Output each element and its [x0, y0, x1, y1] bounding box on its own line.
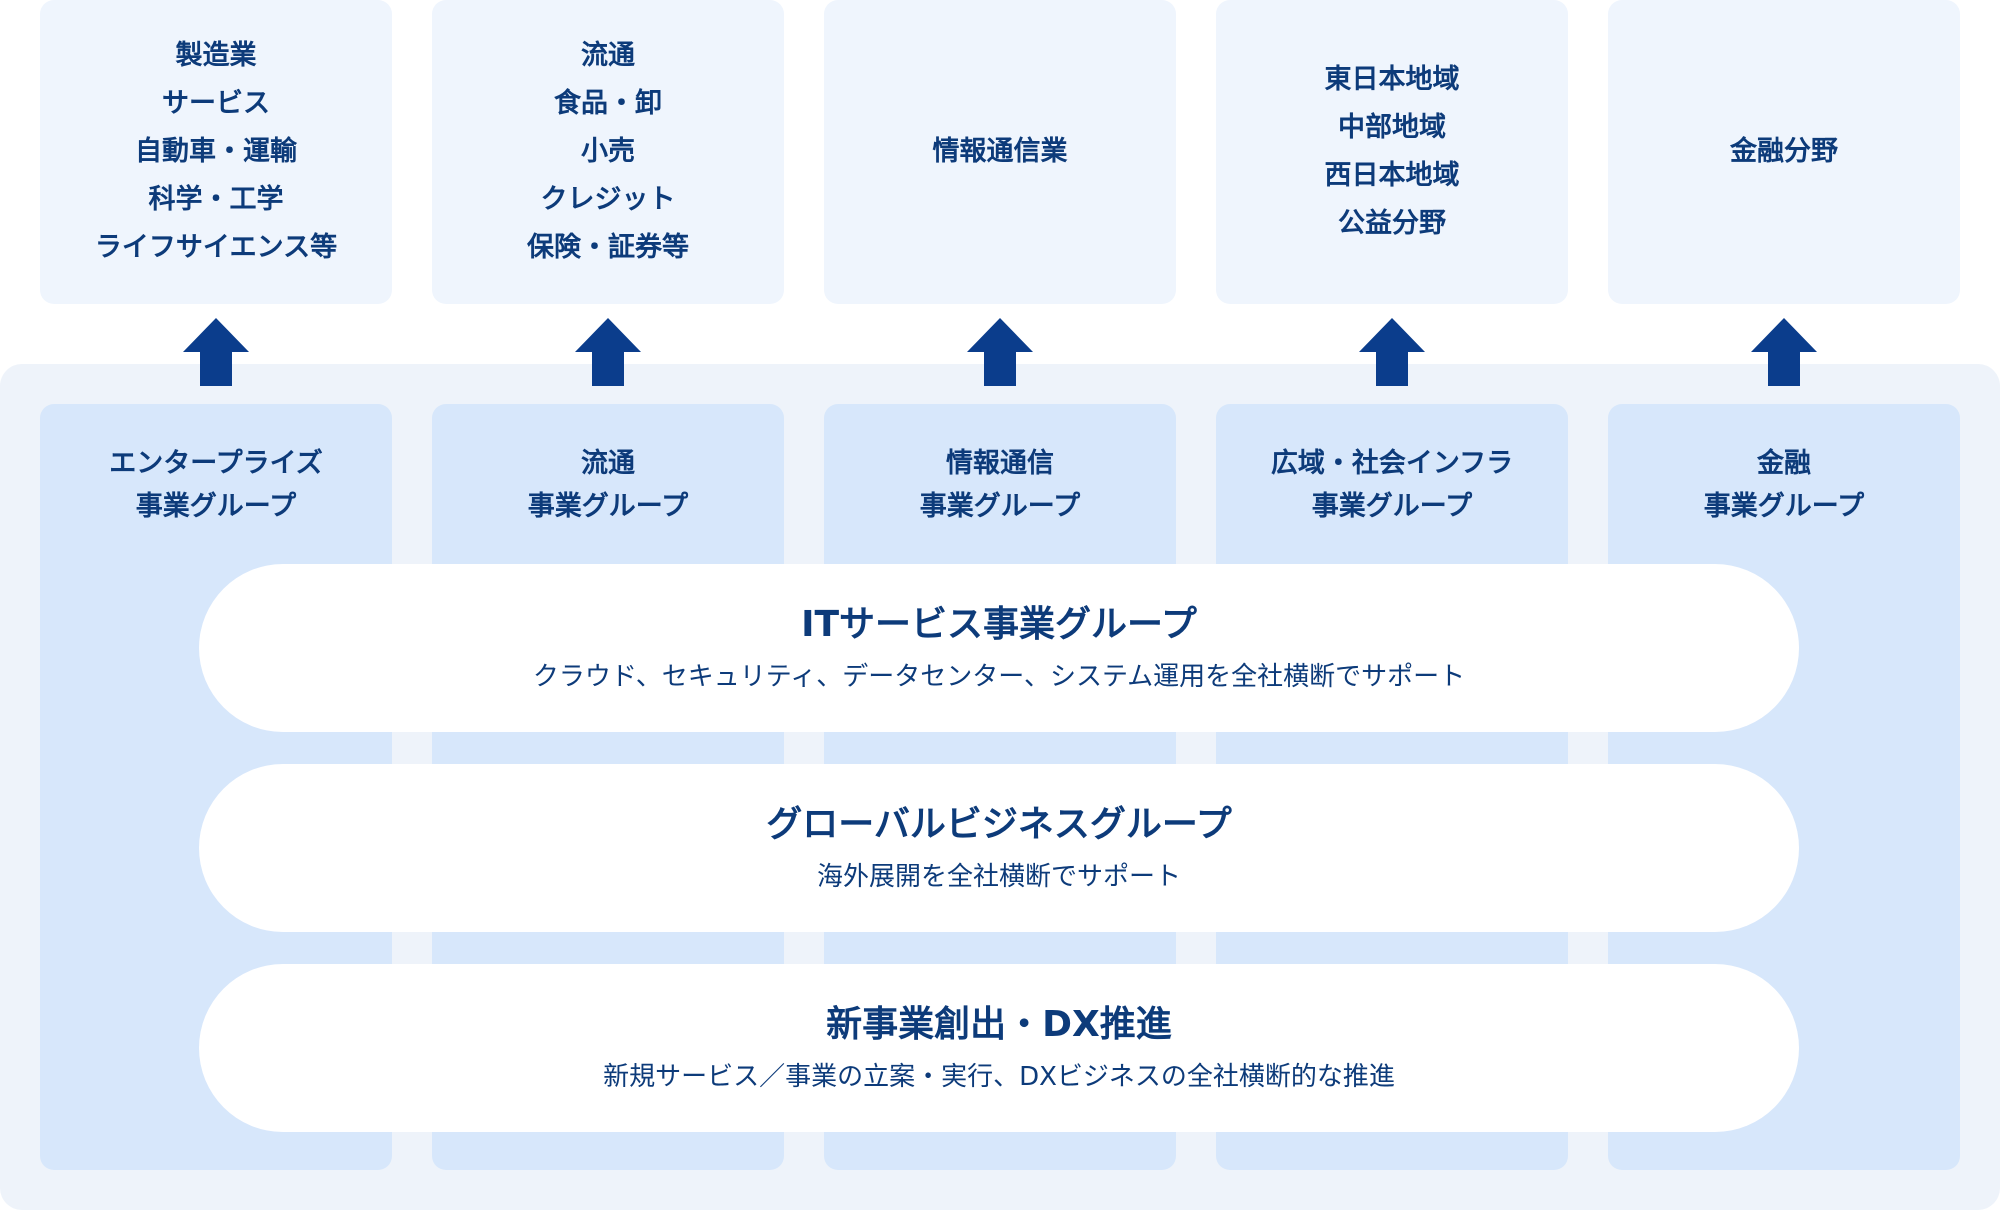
- market-item: 金融分野: [1730, 136, 1838, 167]
- market-item: 西日本地域: [1324, 160, 1460, 191]
- market-list: 情報通信業: [933, 128, 1068, 176]
- market-box-distribution: 流通 食品・卸 小売 クレジット 保険・証券等: [432, 0, 784, 304]
- business-group-name: 情報通信: [946, 448, 1054, 479]
- business-group-title: 金融 事業グループ: [1608, 442, 1960, 528]
- business-group-name: 流通: [581, 448, 635, 479]
- cross-group-title: 新事業創出・DX推進: [826, 1004, 1172, 1045]
- market-item: 科学・工学: [148, 184, 284, 215]
- business-group-suffix: 事業グループ: [919, 491, 1081, 522]
- business-group-title: 広域・社会インフラ 事業グループ: [1216, 442, 1568, 528]
- market-item: 中部地域: [1338, 112, 1446, 143]
- market-item: 公益分野: [1338, 208, 1446, 239]
- market-box-finance: 金融分野: [1608, 0, 1960, 304]
- business-group-name: エンタープライズ: [109, 448, 323, 479]
- business-group-name: 金融: [1757, 448, 1811, 479]
- cross-group-global-business: グローバルビジネスグループ 海外展開を全社横断でサポート: [199, 764, 1799, 932]
- market-list: 流通 食品・卸 小売 クレジット 保険・証券等: [527, 32, 689, 272]
- market-item: 小売: [581, 136, 635, 167]
- market-item: 東日本地域: [1324, 64, 1460, 95]
- business-group-name: 広域・社会インフラ: [1270, 448, 1514, 479]
- market-list: 金融分野: [1730, 128, 1838, 176]
- market-list: 東日本地域 中部地域 西日本地域 公益分野: [1325, 56, 1460, 248]
- up-arrow-icon: [967, 318, 1033, 386]
- up-arrow-icon: [575, 318, 641, 386]
- business-group-title: エンタープライズ 事業グループ: [40, 442, 392, 528]
- cross-group-title: ITサービス事業グループ: [801, 604, 1197, 645]
- cross-group-description: 新規サービス／事業の立案・実行、DXビジネスの全社横断的な推進: [603, 1062, 1395, 1092]
- market-item: サービス: [161, 88, 270, 119]
- cross-group-title: グローバルビジネスグループ: [766, 804, 1232, 845]
- up-arrow-icon: [1359, 318, 1425, 386]
- business-group-title: 情報通信 事業グループ: [824, 442, 1176, 528]
- business-group-suffix: 事業グループ: [527, 491, 689, 522]
- cross-group-description: 海外展開を全社横断でサポート: [816, 862, 1181, 892]
- market-item: 製造業: [175, 40, 257, 71]
- business-group-suffix: 事業グループ: [1311, 491, 1473, 522]
- up-arrow-icon: [1751, 318, 1817, 386]
- market-item: クレジット: [540, 184, 676, 215]
- market-box-telecom: 情報通信業: [824, 0, 1176, 304]
- business-group-suffix: 事業グループ: [135, 491, 297, 522]
- business-group-suffix: 事業グループ: [1703, 491, 1865, 522]
- cross-group-description: クラウド、セキュリティ、データセンター、システム運用を全社横断でサポート: [532, 662, 1466, 692]
- market-item: 流通: [581, 40, 635, 71]
- market-box-enterprise: 製造業 サービス 自動車・運輸 科学・工学 ライフサイエンス等: [40, 0, 392, 304]
- cross-group-new-business-dx: 新事業創出・DX推進 新規サービス／事業の立案・実行、DXビジネスの全社横断的な…: [199, 964, 1799, 1132]
- market-box-regional: 東日本地域 中部地域 西日本地域 公益分野: [1216, 0, 1568, 304]
- market-list: 製造業 サービス 自動車・運輸 科学・工学 ライフサイエンス等: [95, 32, 337, 272]
- market-item: 情報通信業: [932, 136, 1068, 167]
- market-item: 自動車・運輸: [134, 136, 297, 167]
- business-group-title: 流通 事業グループ: [432, 442, 784, 528]
- market-item: ライフサイエンス等: [94, 232, 338, 263]
- cross-group-it-services: ITサービス事業グループ クラウド、セキュリティ、データセンター、システム運用を…: [199, 564, 1799, 732]
- market-item: 保険・証券等: [527, 232, 689, 263]
- up-arrow-icon: [183, 318, 249, 386]
- market-item: 食品・卸: [554, 88, 662, 119]
